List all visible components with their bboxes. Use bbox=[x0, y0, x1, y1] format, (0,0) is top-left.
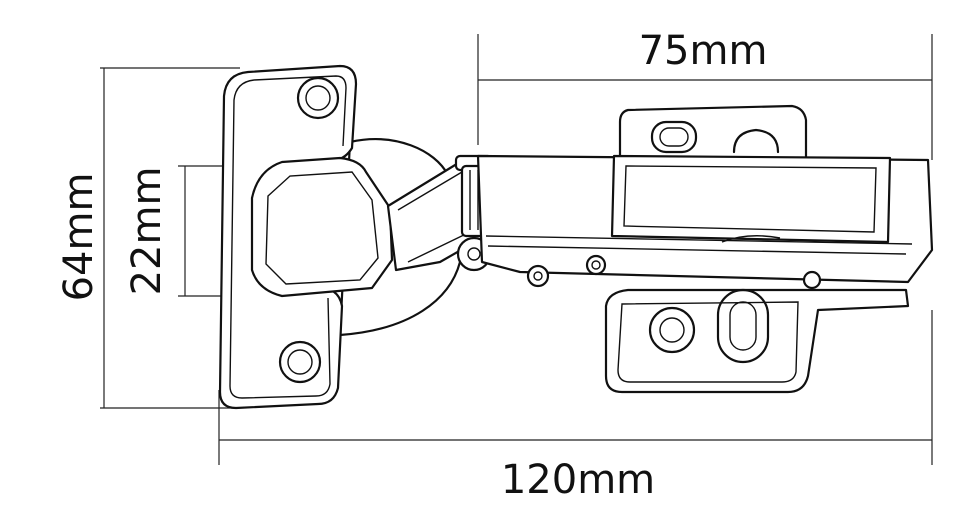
dim-label-64mm: 64mm bbox=[56, 173, 102, 302]
dim-label-120mm: 120mm bbox=[501, 457, 655, 503]
dimension-lines bbox=[100, 34, 933, 465]
hinge-mounting-plate bbox=[604, 288, 910, 394]
dim-label-22mm: 22mm bbox=[124, 167, 170, 296]
dim-label-75mm: 75mm bbox=[639, 28, 768, 74]
hinge-cover-block bbox=[610, 104, 892, 244]
